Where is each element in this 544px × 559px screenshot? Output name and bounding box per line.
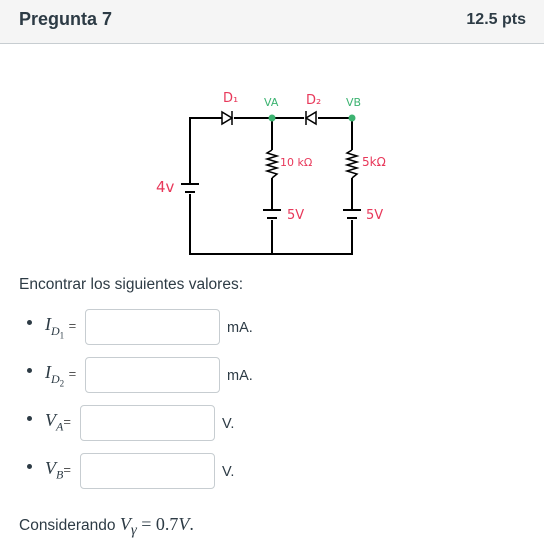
battery-5v-right-symbol	[343, 209, 361, 219]
unit-id2: mA.	[227, 368, 253, 384]
question-title: Pregunta 7	[19, 9, 113, 29]
node-vb	[348, 114, 356, 122]
considering-text: Considerando	[19, 517, 116, 534]
variable-id1: ID1 =	[45, 314, 77, 340]
label-d1: D₁	[223, 91, 238, 106]
vgamma-expression: Vγ = 0.7V.	[119, 514, 194, 539]
circuit-wires	[189, 117, 353, 255]
battery-5v-middle-symbol	[263, 209, 281, 219]
label-d2: D₂	[306, 93, 321, 108]
instruction-text: Encontrar los siguientes valores:	[19, 276, 244, 293]
circuit-diagram: D₁ VA D₂ VB 4v 10 kΩ 5kΩ 5V 5V	[156, 91, 386, 255]
label-source-4v: 4v	[156, 178, 175, 196]
diode-d1-symbol	[221, 110, 234, 126]
question-header: Pregunta 7 12.5 pts	[0, 0, 544, 44]
resistor-5k-symbol	[344, 149, 360, 179]
variable-vb: VB=	[45, 458, 71, 482]
label-r-10k: 10 kΩ	[280, 156, 312, 169]
bullet	[27, 464, 32, 469]
bullet	[27, 368, 32, 373]
id1-answer-input[interactable]	[85, 309, 220, 345]
label-r-5k: 5kΩ	[362, 155, 386, 169]
variable-va: VA=	[45, 410, 71, 434]
unit-va: V.	[222, 416, 235, 432]
question-points: 12.5 pts	[466, 11, 526, 28]
label-vb: VB	[346, 96, 361, 109]
answer-row-id1: ID1 = mA.	[27, 309, 287, 347]
variable-id2: ID2 =	[45, 362, 77, 388]
vb-answer-input[interactable]	[80, 453, 215, 489]
bullet	[27, 320, 32, 325]
unit-id1: mA.	[227, 320, 253, 336]
va-answer-input[interactable]	[80, 405, 215, 441]
considering-note: Considerando Vγ = 0.7V.	[19, 514, 194, 540]
label-source-5v-mid: 5V	[287, 208, 304, 223]
bullet	[27, 416, 32, 421]
answer-row-vb: VB= V.	[27, 453, 287, 491]
unit-vb: V.	[222, 464, 235, 480]
resistor-10k-symbol	[264, 149, 280, 179]
id2-answer-input[interactable]	[85, 357, 220, 393]
diode-d2-symbol	[304, 110, 317, 126]
node-va	[268, 114, 276, 122]
label-source-5v-right: 5V	[366, 208, 383, 223]
label-va: VA	[264, 96, 279, 109]
answer-row-va: VA= V.	[27, 405, 287, 443]
answer-row-id2: ID2 = mA.	[27, 357, 287, 395]
battery-4v-symbol	[181, 183, 199, 193]
